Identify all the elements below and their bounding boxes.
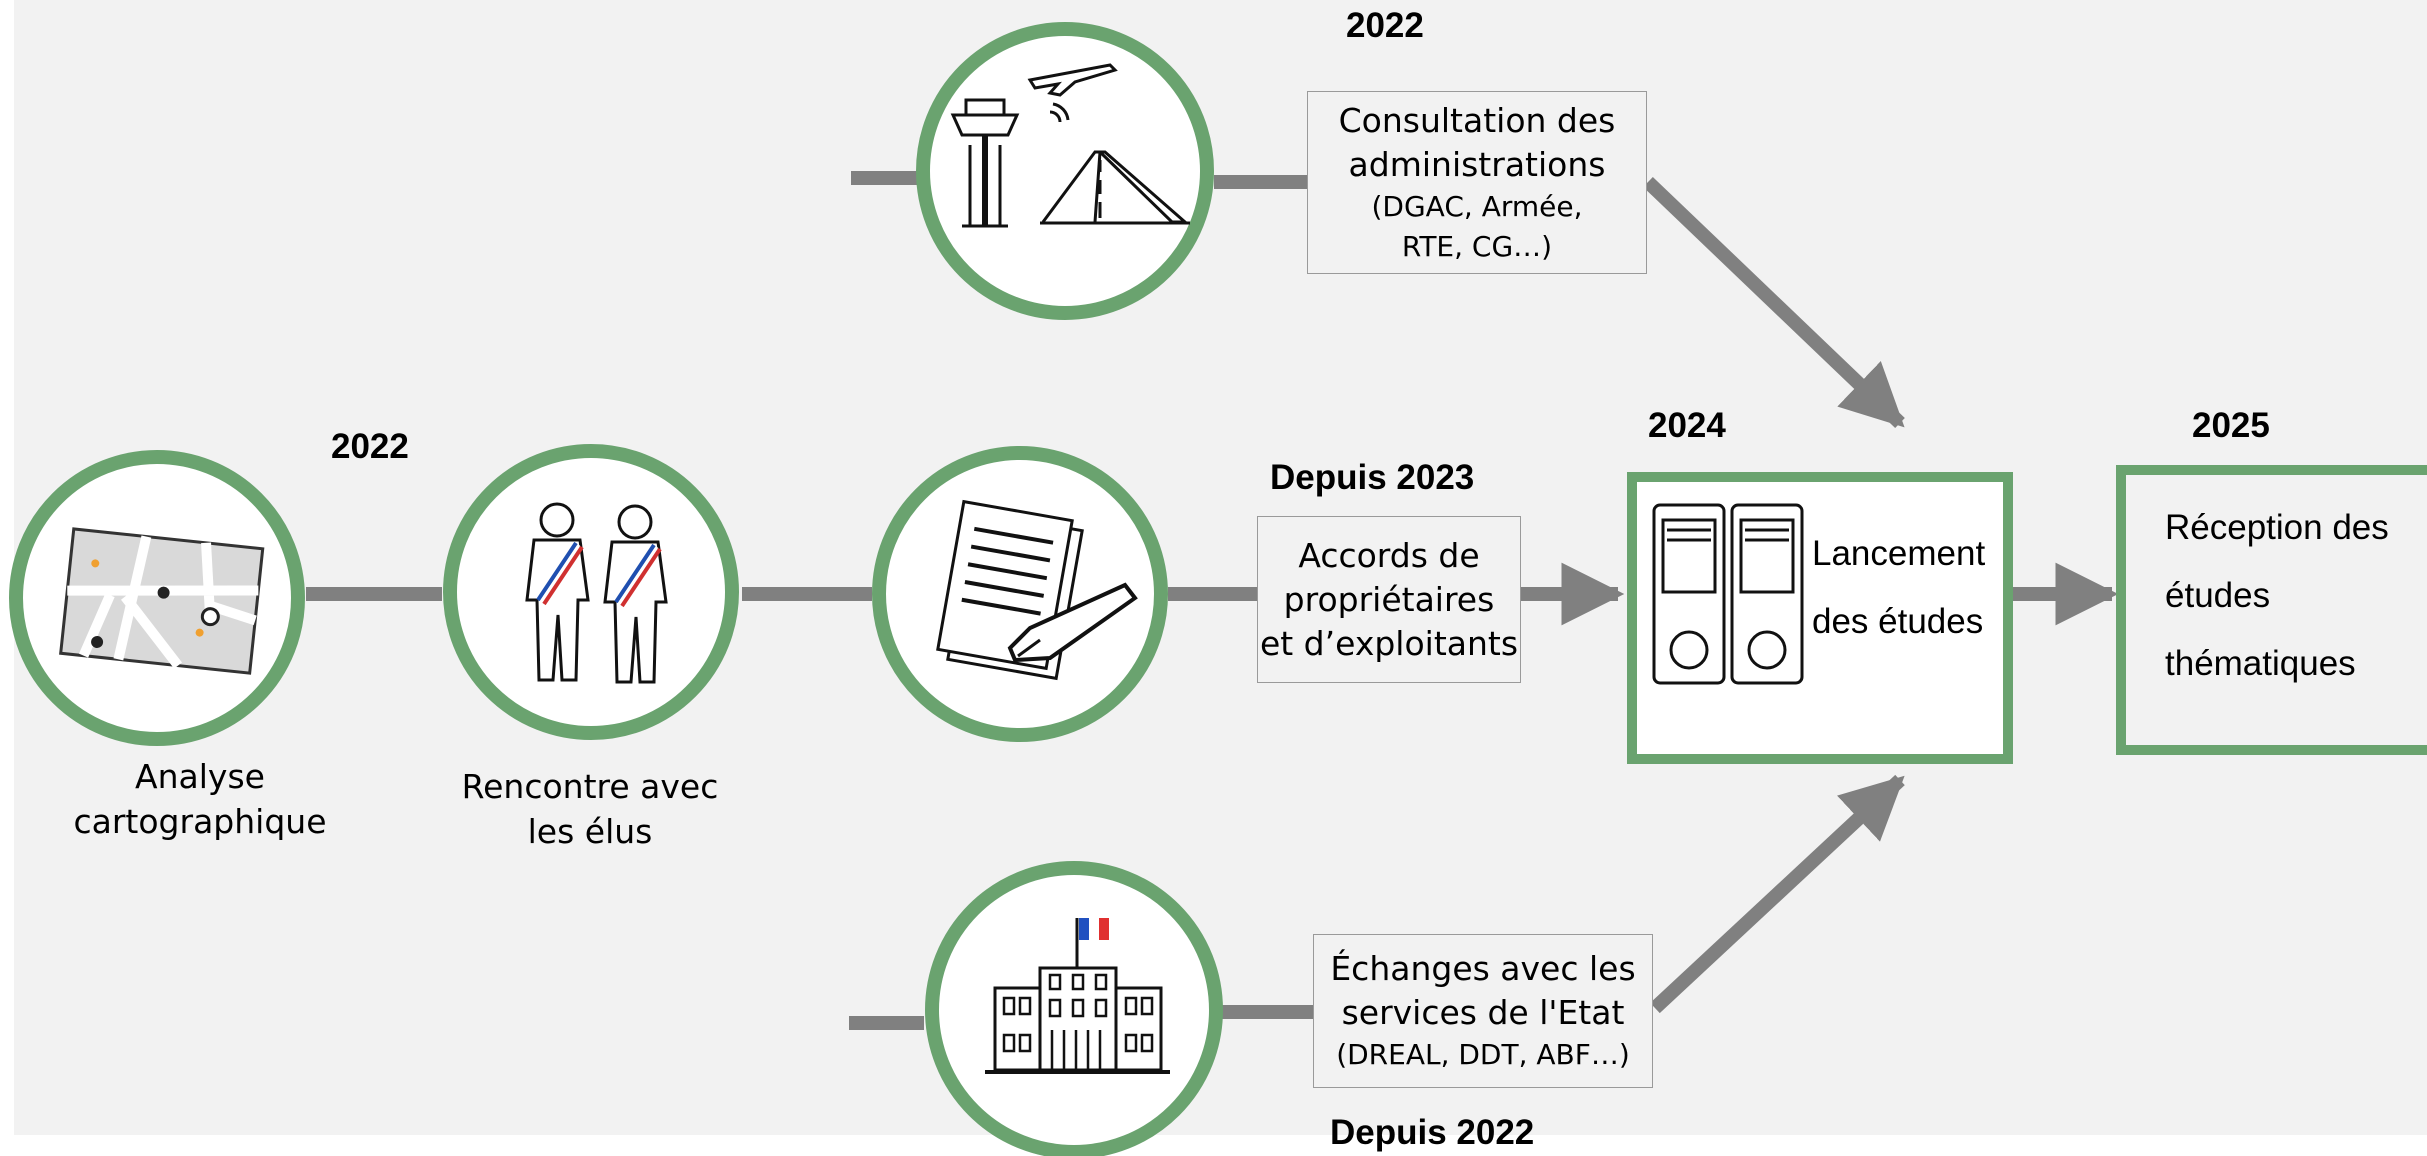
lancement-line1: Lancement [1812, 534, 1986, 573]
document-signing-icon [936, 499, 1138, 681]
year-analyse: 2022 [331, 427, 409, 466]
consultation-line2: administrations [1348, 144, 1606, 184]
consultation-line1: Consultation des [1338, 100, 1616, 140]
accords-line2: propriétaires [1283, 579, 1495, 619]
analyse-label-line2: cartographique [73, 802, 327, 841]
accords-box: Accords de propriétaires et d’exploitant… [1257, 516, 1521, 683]
reception-line3: thématiques [2165, 644, 2356, 683]
rencontre-label: Rencontre avec les élus [430, 764, 750, 854]
reception-line1: Réception des [2165, 508, 2389, 547]
connectors [306, 171, 2119, 1030]
consultation-sub2: RTE, CG…) [1401, 229, 1553, 263]
map-icon [59, 527, 265, 675]
reception-line2: études [2165, 576, 2271, 615]
elected-officials-icon [525, 502, 668, 684]
accords-line3: et d’exploitants [1259, 623, 1519, 663]
arrow-echanges-to-lancement [1650, 774, 1905, 1014]
node-accords [872, 446, 1168, 742]
rencontre-label-line1: Rencontre avec [461, 767, 719, 806]
analyse-label: Analyse cartographique [40, 754, 360, 844]
year-reception: 2025 [2192, 406, 2270, 445]
year-echanges: Depuis 2022 [1330, 1113, 1535, 1152]
reception-text: Réception des études thématiques [2165, 494, 2389, 698]
echanges-box: Échanges avec les services de l'Etat (DR… [1313, 934, 1653, 1088]
echanges-sub1: (DREAL, DDT, ABF…) [1336, 1038, 1630, 1071]
reception-box [2116, 465, 2427, 755]
rencontre-label-line2: les élus [527, 812, 653, 851]
node-echanges [925, 861, 1223, 1156]
binders-icon [1652, 503, 1804, 685]
airport-icon [950, 63, 1190, 228]
node-consultation [916, 22, 1214, 320]
lancement-text: Lancement des études [1812, 520, 1985, 656]
node-analyse [9, 450, 305, 746]
arrow-consultation-to-lancement [1643, 176, 1905, 429]
government-building-icon [985, 918, 1170, 1074]
year-consultation: 2022 [1346, 6, 1424, 45]
echanges-line1: Échanges avec les [1330, 949, 1636, 988]
consultation-sub1: (DGAC, Armée, [1371, 189, 1583, 223]
accords-line1: Accords de [1298, 535, 1480, 575]
analyse-label-line1: Analyse [135, 757, 265, 796]
year-accords: Depuis 2023 [1270, 458, 1475, 497]
diagram-background [14, 0, 2427, 1135]
consultation-box: Consultation des administrations (DGAC, … [1307, 91, 1647, 274]
echanges-line2: services de l'Etat [1341, 993, 1625, 1032]
node-rencontre [443, 444, 739, 740]
year-lancement: 2024 [1648, 406, 1726, 445]
lancement-line2: des études [1812, 602, 1984, 641]
